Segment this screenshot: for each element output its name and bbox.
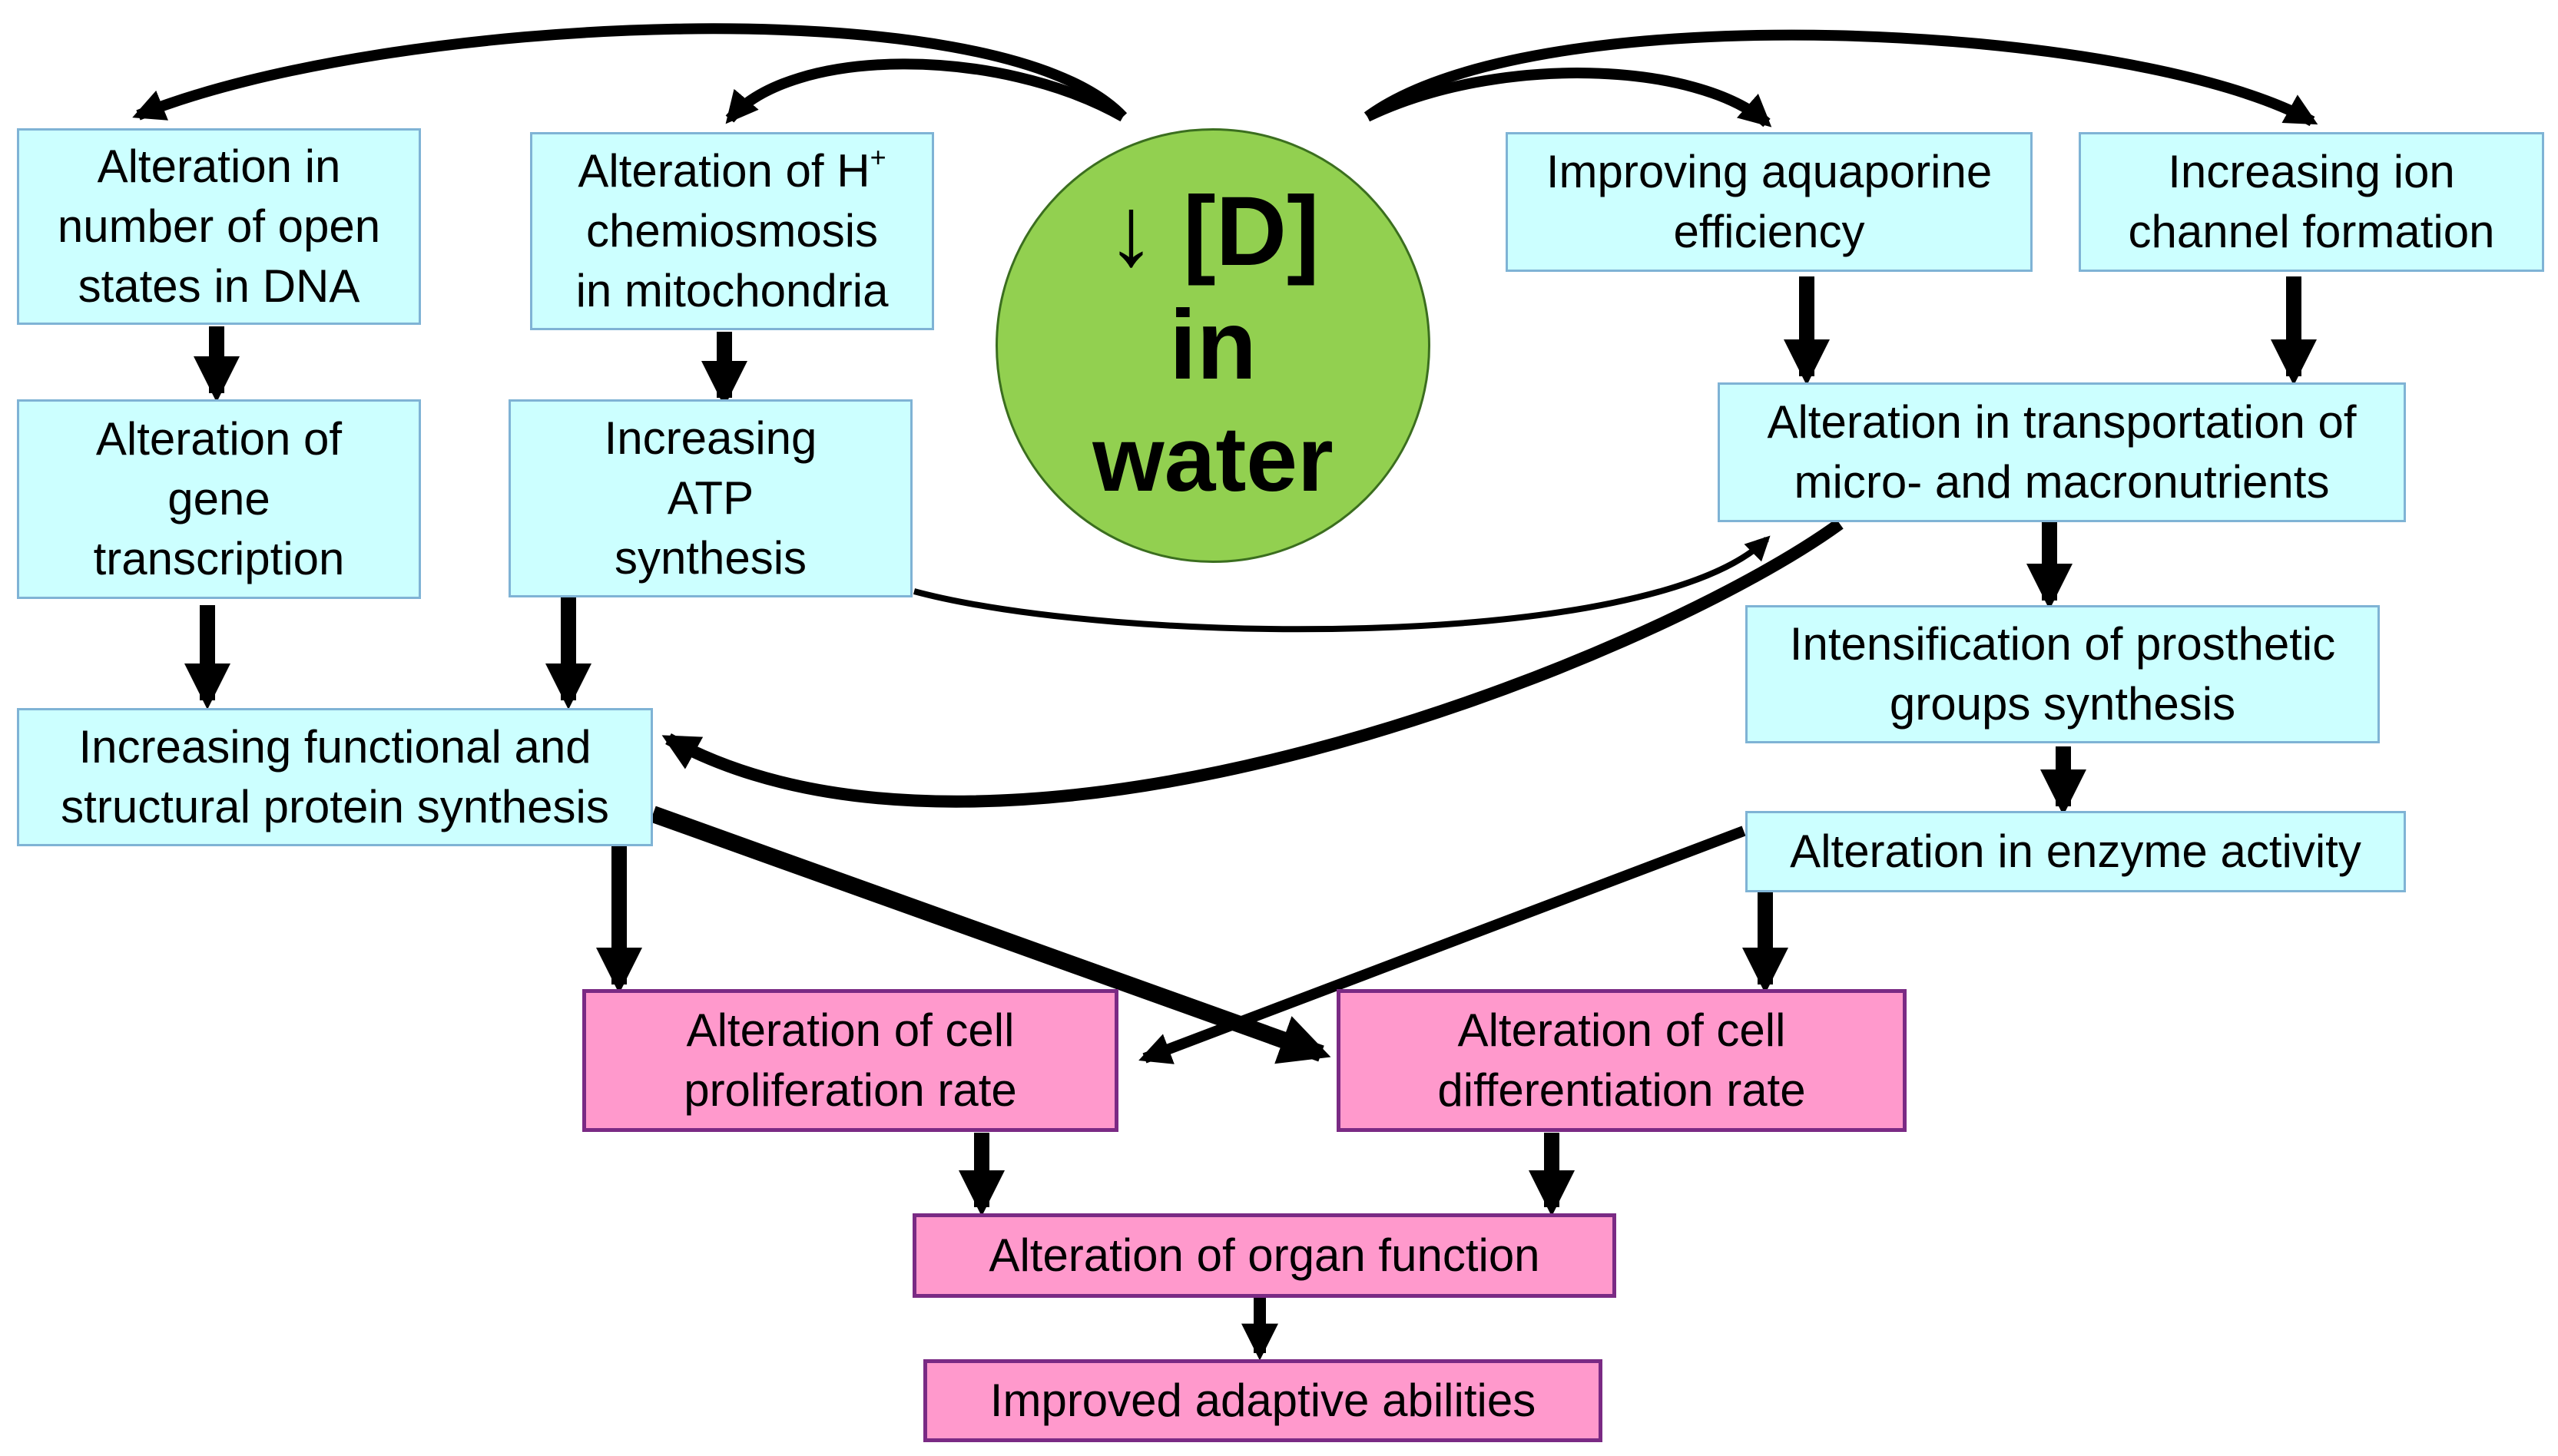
center-title-line2: in bbox=[1169, 290, 1257, 400]
chemiosmosis-superscript: + bbox=[870, 141, 886, 173]
box-ion-channel: Increasing ion channel formation bbox=[2079, 132, 2544, 272]
box-aquaporine-label: Improving aquaporine efficiency bbox=[1546, 146, 1993, 257]
box-cell-proliferation-label: Alteration of cell proliferation rate bbox=[684, 1004, 1017, 1116]
arrow-enzyme-to-proliferation bbox=[1138, 826, 1746, 1064]
box-nutrient-transport-label: Alteration in transportation of micro- a… bbox=[1767, 396, 2357, 508]
box-h-chemiosmosis: Alteration of H+ chemiosmosis in mitochon… bbox=[530, 132, 934, 330]
box-aquaporine: Improving aquaporine efficiency bbox=[1506, 132, 2033, 272]
box-cell-differentiation-label: Alteration of cell differentiation rate bbox=[1437, 1004, 1806, 1116]
arrow-protein-to-differentiation bbox=[650, 806, 1331, 1064]
box-atp-synthesis: Increasing ATP synthesis bbox=[509, 399, 913, 597]
box-prosthetic-groups-label: Intensification of prosthetic groups syn… bbox=[1789, 618, 2336, 730]
box-organ-function-label: Alteration of organ function bbox=[989, 1229, 1540, 1281]
box-enzyme-activity: Alteration in enzyme activity bbox=[1745, 811, 2406, 892]
box-enzyme-activity-label: Alteration in enzyme activity bbox=[1790, 826, 2361, 877]
center-title-line1: ↓ [D] bbox=[1106, 177, 1320, 286]
box-protein-synthesis-label: Increasing functional and structural pro… bbox=[61, 721, 609, 832]
center-title-line3: water bbox=[1092, 408, 1334, 511]
box-adaptive-abilities: Improved adaptive abilities bbox=[923, 1359, 1602, 1442]
box-cell-differentiation: Alteration of cell differentiation rate bbox=[1337, 989, 1907, 1132]
box-dna-open-states: Alteration in number of open states in D… bbox=[17, 128, 421, 325]
box-atp-synthesis-label: Increasing ATP synthesis bbox=[604, 412, 817, 584]
box-cell-proliferation: Alteration of cell proliferation rate bbox=[582, 989, 1118, 1132]
box-gene-transcription-label: Alteration of gene transcription bbox=[93, 413, 345, 584]
box-organ-function: Alteration of organ function bbox=[913, 1213, 1616, 1298]
box-prosthetic-groups: Intensification of prosthetic groups syn… bbox=[1745, 605, 2380, 743]
arrow-center-to-chemiosmosis bbox=[725, 58, 1126, 124]
arrow-center-to-ion-channel bbox=[1363, 29, 2318, 127]
deuterium-circle: ↓ [D] in water bbox=[996, 128, 1430, 563]
chemiosmosis-prefix: Alteration of H bbox=[578, 145, 870, 197]
box-ion-channel-label: Increasing ion channel formation bbox=[2128, 146, 2495, 257]
box-gene-transcription: Alteration of gene transcription bbox=[17, 399, 421, 599]
arrow-center-to-dna bbox=[132, 23, 1128, 121]
box-adaptive-abilities-label: Improved adaptive abilities bbox=[989, 1375, 1536, 1426]
box-dna-open-states-label: Alteration in number of open states in D… bbox=[57, 141, 381, 312]
arrow-atp-to-transport bbox=[913, 535, 1771, 633]
box-h-chemiosmosis-label: Alteration of H+ chemiosmosis in mitochon… bbox=[576, 141, 889, 321]
arrow-transport-to-protein bbox=[661, 518, 1844, 808]
box-protein-synthesis: Increasing functional and structural pro… bbox=[17, 708, 653, 846]
box-nutrient-transport: Alteration in transportation of micro- a… bbox=[1718, 382, 2406, 522]
arrow-center-to-aquaporine bbox=[1364, 68, 1772, 127]
chemiosmosis-rest: chemiosmosis in mitochondria bbox=[575, 205, 889, 316]
